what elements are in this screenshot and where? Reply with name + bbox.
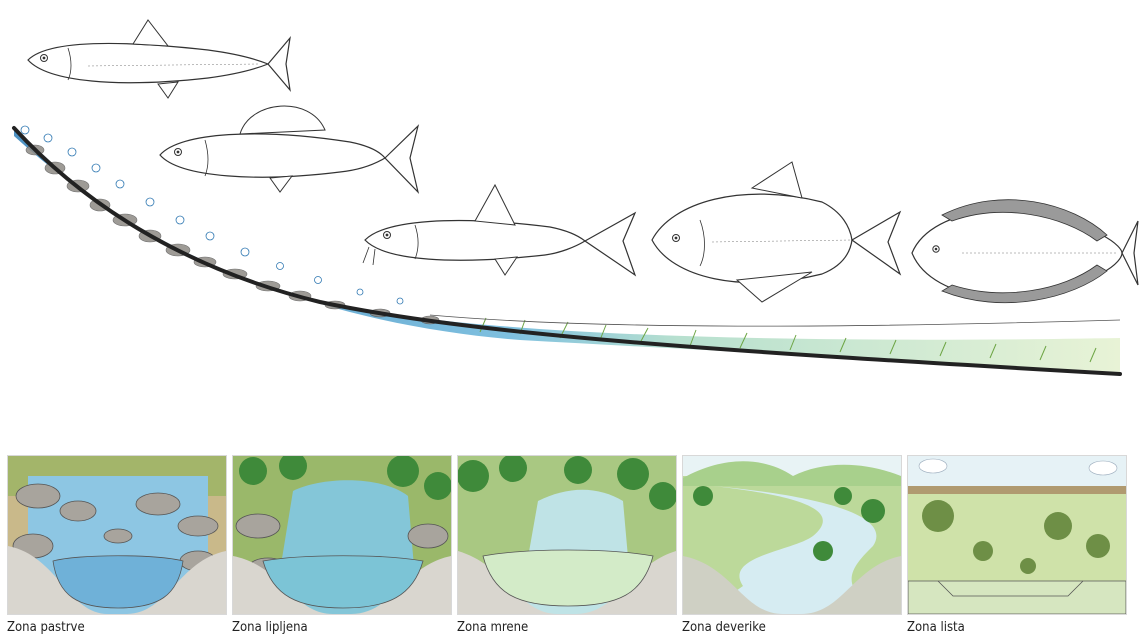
zone-caption: Zona deverike — [682, 620, 766, 635]
flounder-fish-icon — [912, 200, 1138, 303]
barbel-fish-icon — [363, 185, 635, 275]
zone-caption: Zona pastrve — [7, 620, 85, 635]
zone-caption: Zona lista — [907, 620, 965, 635]
zone-panel-lista — [907, 455, 1127, 615]
trout-fish-icon — [28, 20, 290, 98]
grayling-fish-icon — [160, 106, 418, 192]
zone-panel-deverike — [682, 455, 902, 615]
zone-panel-mrene — [457, 455, 677, 615]
bream-fish-icon — [652, 162, 900, 302]
zone-caption: Zona lipljena — [232, 620, 308, 635]
zone-caption: Zona mrene — [457, 620, 528, 635]
zone-panel-pastrve — [7, 455, 227, 615]
zone-panel-lipljena — [232, 455, 452, 615]
